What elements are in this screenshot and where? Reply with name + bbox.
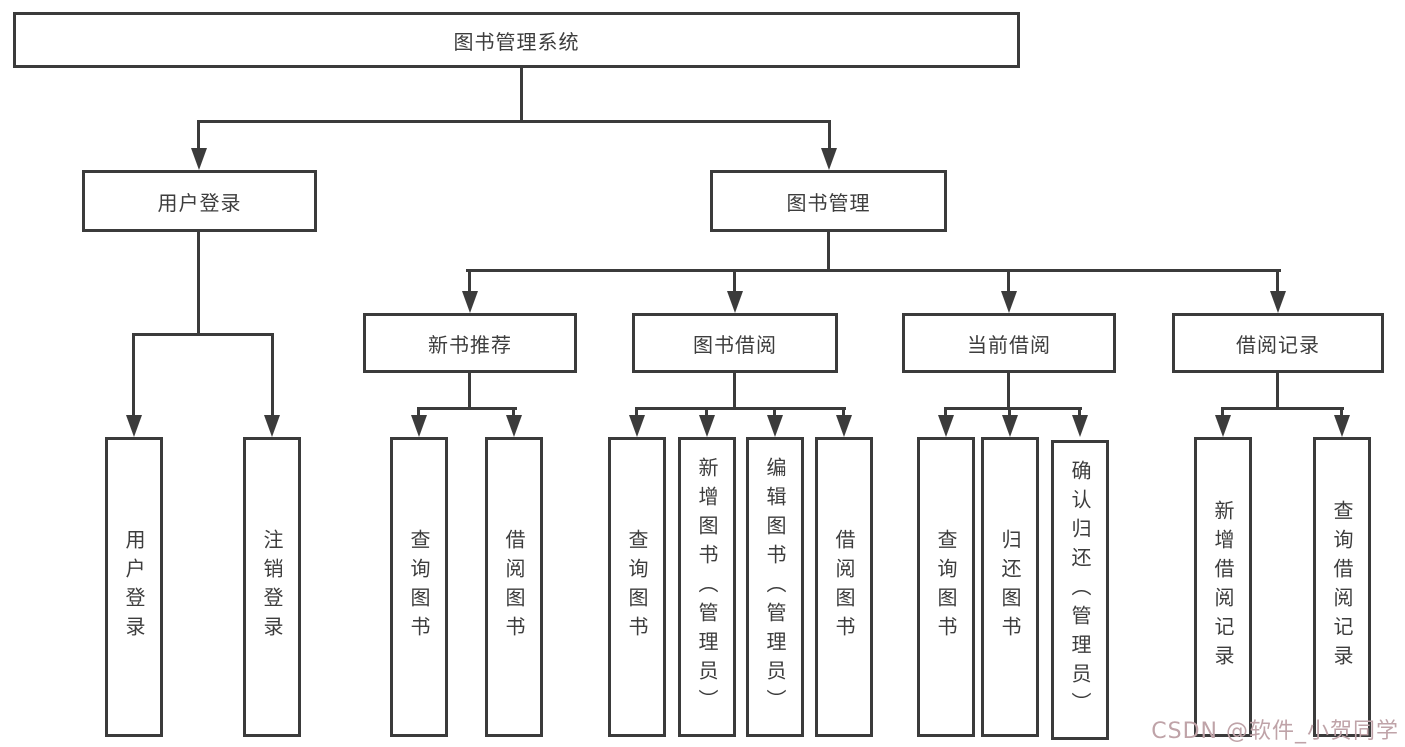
leaf-cb-query-books-label: 查询图书: [934, 529, 958, 645]
leaf-bb-edit-books-admin: 编辑图书（管理员）: [746, 437, 804, 737]
arrowhead-icon: [1270, 291, 1286, 313]
leaf-cb-return-books-label: 归还图书: [998, 529, 1022, 645]
node-book-management-label: 图书管理: [786, 190, 871, 215]
connector-line: [705, 407, 708, 419]
connector-line: [417, 407, 517, 410]
leaf-rec-borrow-books-label: 借阅图书: [502, 529, 526, 645]
node-current-borrowing: 当前借阅: [902, 313, 1116, 373]
arrowhead-icon: [506, 415, 522, 437]
connector-line: [271, 333, 274, 417]
arrowhead-icon: [1002, 415, 1018, 437]
leaf-user-login: 用户登录: [105, 437, 163, 737]
arrowhead-icon: [727, 291, 743, 313]
node-user-login-label: 用户登录: [157, 190, 242, 215]
connector-line: [1007, 373, 1010, 409]
leaf-br-query-record-label: 查询借阅记录: [1330, 500, 1354, 674]
connector-line: [944, 407, 947, 419]
csdn-watermark: CSDN @软件_小贺同学: [1151, 719, 1399, 744]
connector-line: [1276, 269, 1279, 295]
leaf-bb-add-books-admin: 新增图书（管理员）: [678, 437, 736, 737]
leaf-bb-query-books-label: 查询图书: [625, 529, 649, 645]
connector-line: [466, 269, 1281, 272]
arrowhead-icon: [411, 415, 427, 437]
node-book-borrowing-label: 图书借阅: [693, 332, 777, 357]
connector-line: [944, 407, 1082, 410]
leaf-br-add-record: 新增借阅记录: [1194, 437, 1252, 737]
leaf-br-add-record-label: 新增借阅记录: [1211, 500, 1235, 674]
connector-line: [1221, 407, 1224, 419]
leaf-bb-query-books: 查询图书: [608, 437, 666, 737]
arrowhead-icon: [191, 148, 207, 170]
leaf-rec-query-books-label: 查询图书: [407, 529, 431, 645]
leaf-user-login-label: 用户登录: [122, 529, 146, 645]
connector-line: [1008, 407, 1011, 419]
leaf-rec-query-books: 查询图书: [390, 437, 448, 737]
arrowhead-icon: [629, 415, 645, 437]
connector-line: [842, 407, 845, 419]
leaf-br-query-record: 查询借阅记录: [1313, 437, 1371, 737]
node-user-login: 用户登录: [82, 170, 317, 232]
leaf-cb-confirm-return-admin-label: 确认归还（管理员）: [1068, 459, 1092, 721]
connector-line: [132, 333, 135, 417]
connector-line: [197, 120, 831, 123]
connector-line: [512, 407, 515, 419]
arrowhead-icon: [1001, 291, 1017, 313]
connector-line: [1221, 407, 1344, 410]
arrowhead-icon: [767, 415, 783, 437]
arrowhead-icon: [264, 415, 280, 437]
leaf-logout-label: 注销登录: [260, 529, 284, 645]
node-book-management: 图书管理: [710, 170, 947, 232]
node-new-book-recommendation: 新书推荐: [363, 313, 577, 373]
arrowhead-icon: [462, 291, 478, 313]
node-root-label: 图书管理系统: [453, 29, 580, 54]
connector-line: [197, 120, 200, 152]
connector-line: [733, 269, 736, 295]
node-borrowing-records: 借阅记录: [1172, 313, 1384, 373]
leaf-logout: 注销登录: [243, 437, 301, 737]
arrowhead-icon: [1334, 415, 1350, 437]
node-new-book-recommendation-label: 新书推荐: [428, 332, 512, 357]
connector-line: [1078, 407, 1081, 419]
connector-line: [1340, 407, 1343, 419]
leaf-cb-return-books: 归还图书: [981, 437, 1039, 737]
connector-line: [468, 373, 471, 409]
leaf-bb-borrow-books: 借阅图书: [815, 437, 873, 737]
arrowhead-icon: [126, 415, 142, 437]
leaf-bb-edit-books-admin-label: 编辑图书（管理员）: [763, 456, 787, 718]
arrowhead-icon: [699, 415, 715, 437]
leaf-rec-borrow-books: 借阅图书: [485, 437, 543, 737]
leaf-bb-borrow-books-label: 借阅图书: [832, 529, 856, 645]
arrowhead-icon: [938, 415, 954, 437]
leaf-cb-confirm-return-admin: 确认归还（管理员）: [1051, 440, 1109, 740]
leaf-cb-query-books: 查询图书: [917, 437, 975, 737]
leaf-bb-add-books-admin-label: 新增图书（管理员）: [695, 456, 719, 718]
connector-line: [827, 232, 830, 272]
connector-line: [468, 269, 471, 295]
connector-line: [773, 407, 776, 419]
connector-line: [520, 68, 523, 122]
node-root: 图书管理系统: [13, 12, 1020, 68]
arrowhead-icon: [821, 148, 837, 170]
connector-line: [1007, 269, 1010, 295]
node-book-borrowing: 图书借阅: [632, 313, 838, 373]
node-current-borrowing-label: 当前借阅: [967, 332, 1051, 357]
arrowhead-icon: [1215, 415, 1231, 437]
connector-line: [1276, 373, 1279, 409]
connector-line: [132, 333, 274, 336]
connector-line: [635, 407, 638, 419]
connector-line: [635, 407, 846, 410]
connector-line: [417, 407, 420, 419]
connector-line: [733, 373, 736, 409]
arrowhead-icon: [836, 415, 852, 437]
node-borrowing-records-label: 借阅记录: [1236, 332, 1320, 357]
connector-line: [828, 120, 831, 152]
connector-line: [197, 232, 200, 336]
arrowhead-icon: [1072, 415, 1088, 437]
